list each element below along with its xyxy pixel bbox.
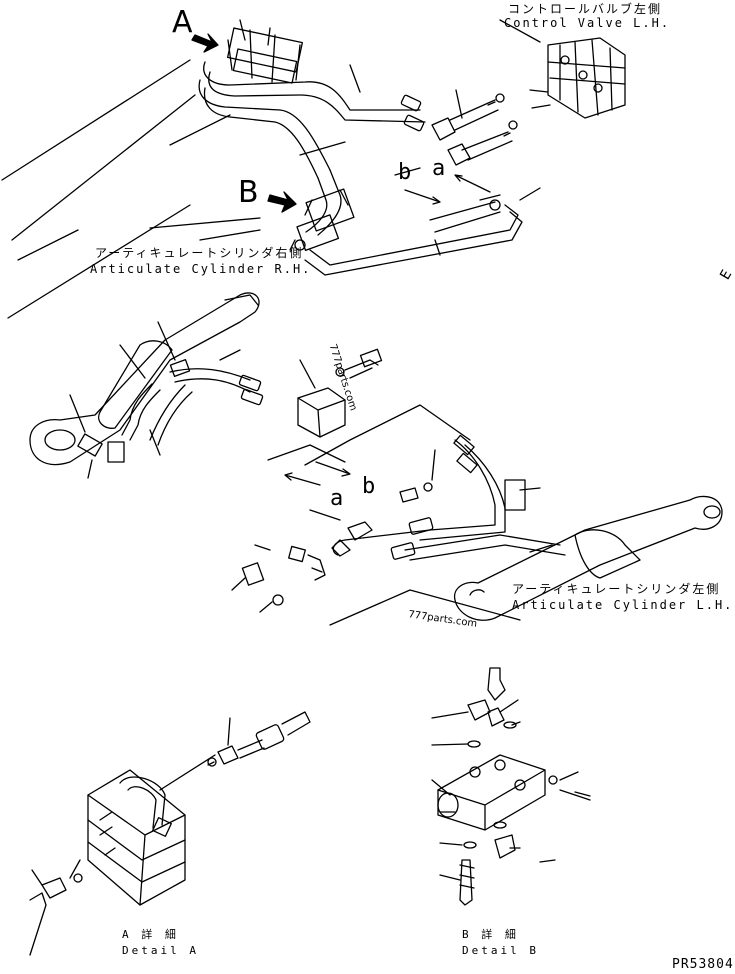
articulate-lh-label-jp: アーティキュレートシリンダ左側 <box>512 582 721 596</box>
articulate-rh-label-en: Articulate Cylinder R.H. <box>90 262 312 276</box>
articulate-cylinder-lh <box>231 348 723 626</box>
articulate-rh-label-jp: アーティキュレートシリンダ右側 <box>95 246 304 260</box>
connection-a-mid: a <box>330 486 344 511</box>
detail-a-title-en: Detail A <box>122 944 199 957</box>
articulate-lh-label-en: Articulate Cylinder L.H. <box>512 598 734 612</box>
control-valve-label-en: Control Valve L.H. <box>504 16 671 30</box>
detail-a <box>29 711 311 956</box>
detail-a-title-jp: A 詳 細 <box>122 928 179 941</box>
view-b-marker: B <box>238 175 259 210</box>
connection-a-top: a <box>432 156 446 181</box>
top-assembly <box>1 19 626 319</box>
detail-b <box>431 667 591 906</box>
articulate-cylinder-rh <box>29 292 264 479</box>
connection-b-mid: b <box>362 474 376 499</box>
connection-b-top: b <box>398 160 412 185</box>
part-number: PR53804 <box>672 957 734 972</box>
control-valve-label-jp: コントロールバルブ左側 <box>508 2 663 16</box>
view-a-marker: A <box>172 5 193 40</box>
detail-b-title-jp: B 詳 細 <box>462 928 519 941</box>
detail-b-title-en: Detail B <box>462 944 539 957</box>
